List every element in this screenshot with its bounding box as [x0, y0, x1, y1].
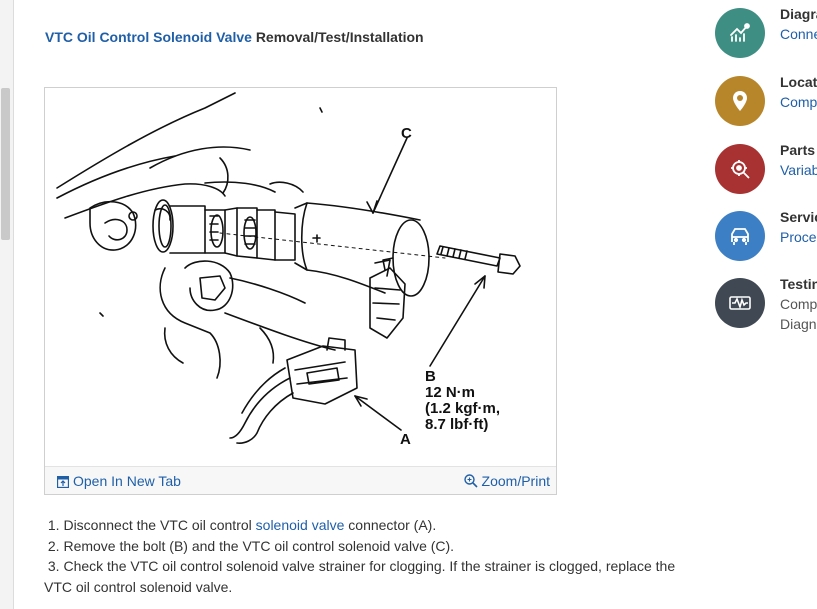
open-tab-icon: [56, 475, 70, 489]
figure-toolbar: Open In New Tab Zoom/Print: [45, 466, 556, 494]
torque-line-2: (1.2 kgf·m,: [425, 400, 500, 417]
callout-a: A: [400, 431, 411, 448]
sidebar-item-service[interactable]: Servic Proce: [715, 207, 817, 263]
zoom-print-link[interactable]: Zoom/Print: [463, 473, 550, 489]
open-new-tab-link[interactable]: Open In New Tab: [56, 473, 181, 489]
left-panel-edge: [0, 0, 14, 609]
step-3: 3. Check the VTC oil control solenoid va…: [47, 558, 676, 574]
step-3-cont: VTC oil control solenoid valve.: [44, 578, 233, 595]
sidebar-item-parts[interactable]: Parts Variab: [715, 140, 817, 196]
title-link[interactable]: VTC Oil Control Solenoid Valve: [45, 29, 252, 45]
page-title: VTC Oil Control Solenoid Valve Removal/T…: [45, 29, 424, 45]
solenoid-illustration: C B 12 N·m (1.2 kgf·m, 8.7 lbf·ft) A: [56, 92, 521, 448]
sidebar-item-diagrams[interactable]: Diagra Conne: [715, 4, 817, 60]
testing-waveform-icon: [715, 278, 765, 328]
callout-c: C: [401, 125, 412, 142]
solenoid-valve-link[interactable]: solenoid valve: [255, 517, 345, 533]
open-new-tab-label: Open In New Tab: [73, 473, 181, 489]
step-2: 2. Remove the bolt (B) and the VTC oil c…: [47, 537, 455, 554]
step-1: 1. Disconnect the VTC oil control soleno…: [47, 517, 437, 533]
scrollbar-thumb[interactable]: [1, 88, 10, 240]
callout-b: B: [425, 368, 436, 385]
torque-line-3: 8.7 lbf·ft): [425, 416, 488, 433]
service-icon: [715, 211, 765, 261]
sidebar-item-locations[interactable]: Locati Comp: [715, 72, 817, 128]
parts-icon: [715, 144, 765, 194]
torque-line-1: 12 N·m: [425, 384, 475, 401]
location-pin-icon: [715, 76, 765, 126]
diagram-icon: [715, 8, 765, 58]
figure-container: C B 12 N·m (1.2 kgf·m, 8.7 lbf·ft) A Ope…: [44, 87, 557, 495]
title-rest: Removal/Test/Installation: [255, 29, 424, 45]
procedure-steps: 1. Disconnect the VTC oil control soleno…: [44, 515, 694, 597]
sidebar-item-testing[interactable]: Testin Comp Diagn: [715, 274, 817, 340]
zoom-print-label: Zoom/Print: [481, 473, 550, 489]
zoom-icon: [463, 474, 478, 488]
